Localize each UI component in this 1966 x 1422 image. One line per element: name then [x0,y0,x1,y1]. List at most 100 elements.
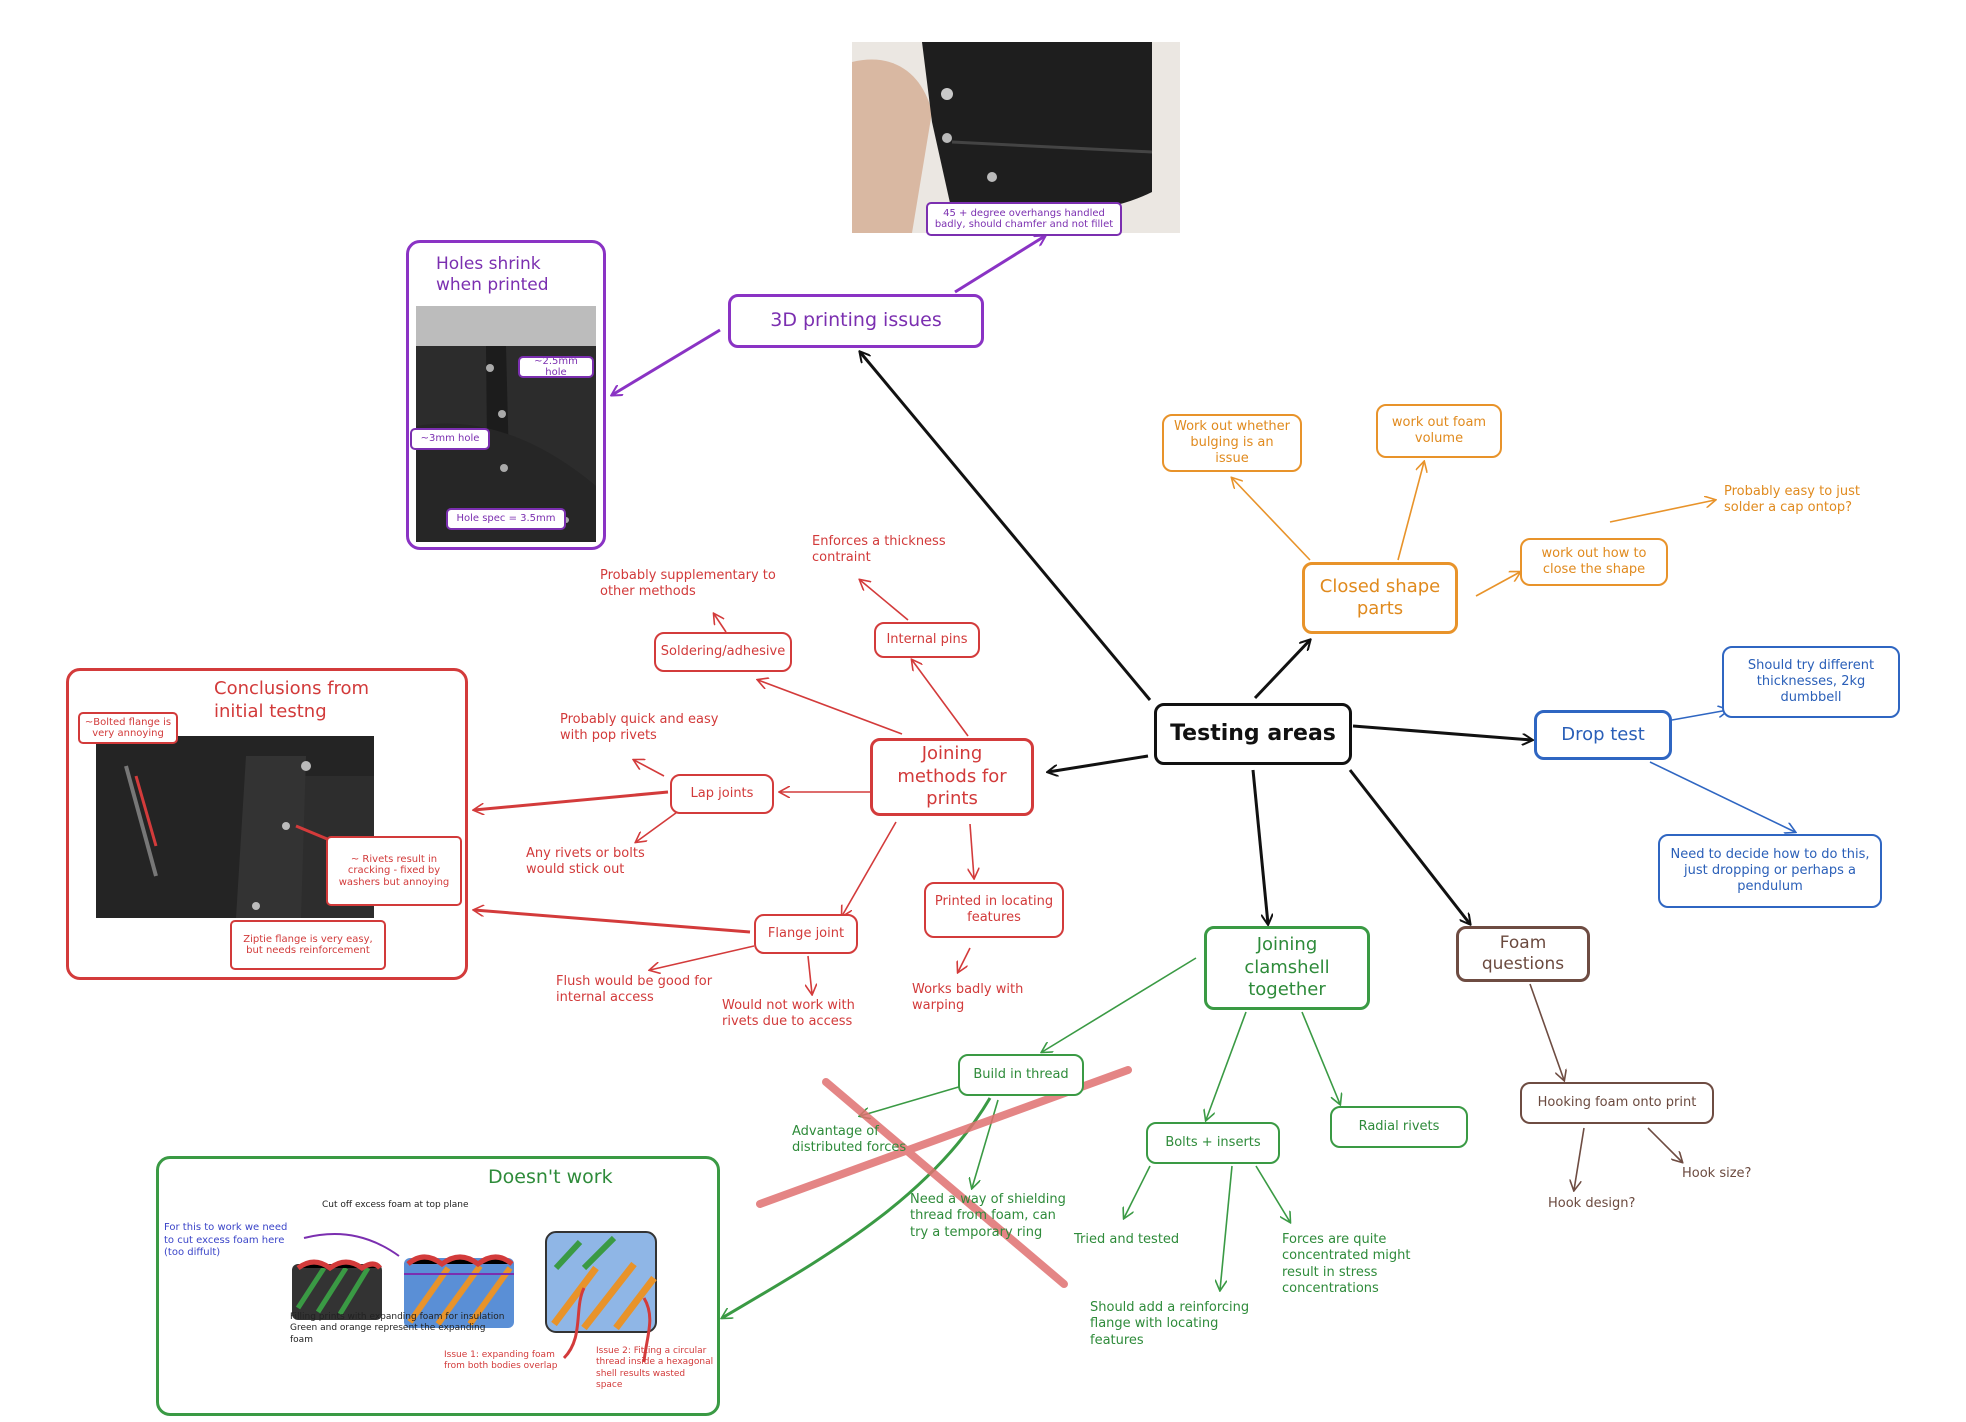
arrow-to-locating-note [958,947,971,972]
hole-tag-spec: Hole spec = 3.5mm [446,508,566,530]
node-flange-joint[interactable]: Flange joint [754,914,858,954]
soldering-note: Probably supplementary to other methods [600,568,780,601]
locating-features-label: Printed in locating features [934,893,1054,925]
foam-questions-label: Foam questions [1481,932,1565,974]
node-build-thread[interactable]: Build in thread [958,1054,1084,1096]
node-radial-rivets[interactable]: Radial rivets [1330,1106,1468,1148]
hook-size: Hook size? [1682,1166,1782,1182]
note-filling-text: Filling prints with expanding foam for i… [290,1312,505,1345]
hole-tag-spec-text: Hole spec = 3.5mm [456,513,556,525]
thread-note-2: Need a way of shielding thread from foam… [910,1192,1070,1241]
arrow-to-hook-design [1574,1127,1585,1190]
note-cut-foam: Cut off excess foam at top plane [322,1200,522,1211]
joining-methods-label: Joining methods for prints [897,743,1007,810]
arrow-to-soldering [758,680,903,735]
arrow-flange-to-conclusions [474,910,751,934]
arrow-to-pins [912,660,969,737]
bolts-note-3-text: Forces are quite concentrated might resu… [1282,1232,1411,1296]
arrow-to-bulging [1232,478,1311,561]
lap-note-2-text: Any rivets or bolts would stick out [526,846,645,878]
node-closed-shape[interactable]: Closed shape parts [1302,562,1458,634]
joining-arrows [634,580,974,994]
flange-note-2: Would not work with rivets due to access [722,998,882,1031]
hook-size-text: Hook size? [1682,1166,1752,1181]
conclusion-arrows [474,790,751,934]
overhang-photo [852,42,1180,233]
flange-note-2-text: Would not work with rivets due to access [722,998,855,1030]
hooking-foam-label: Hooking foam onto print [1537,1094,1697,1110]
conclusion-tag-bolted-text: ~Bolted flange is very annoying [84,716,172,740]
overhang-photo-drawing [852,42,1180,233]
flange-note-1: Flush would be good for internal access [556,974,716,1007]
arrow-to-build-thread [1042,957,1197,1052]
node-3d-printing-issues[interactable]: 3D printing issues [728,294,984,348]
node-lap-joints[interactable]: Lap joints [670,774,774,814]
arrow-thread-to-doesnt-work [722,1097,992,1318]
conclusions-photo [96,736,374,918]
node-internal-pins[interactable]: Internal pins [874,622,980,658]
clamshell-arrows [860,957,1340,1290]
note-filling: Filling prints with expanding foam for i… [290,1312,510,1346]
issue-1-text: Issue 1: expanding foam from both bodies… [444,1350,558,1372]
doesnt-work-title: Doesn't work [488,1166,638,1190]
hook-design: Hook design? [1548,1196,1648,1212]
lap-note-1-text: Probably quick and easy with pop rivets [560,712,719,744]
node-foam-questions[interactable]: Foam questions [1456,926,1590,982]
node-clamshell[interactable]: Joining clamshell together [1204,926,1370,1010]
conclusion-tag-ziptie-text: Ziptie flange is very easy, but needs re… [243,933,373,957]
node-foam-volume[interactable]: work out foam volume [1376,404,1502,458]
bolts-note-2: Should add a reinforcing flange with loc… [1090,1300,1270,1349]
locating-note: Works badly with warping [912,982,1032,1015]
arrow-to-bolts [1206,1011,1247,1120]
flange-note-1-text: Flush would be good for internal access [556,974,713,1006]
overhang-note-text: 45 + degree overhangs handled badly, sho… [934,207,1114,231]
node-hooking-foam[interactable]: Hooking foam onto print [1520,1082,1714,1124]
node-pendulum[interactable]: Need to decide how to do this, just drop… [1658,834,1882,908]
arrow-to-flange [842,821,897,916]
hole-tag-3mm-text: ~3mm hole [420,433,480,445]
foam-arrows [1529,983,1682,1190]
holes-title: Holes shrink when printed [436,254,586,297]
node-testing-areas[interactable]: Testing areas [1154,703,1352,765]
closed-shape-arrows [1232,462,1715,597]
arrow-to-pendulum [1649,761,1795,832]
thread-note-1-text: Advantage of distributed forces [792,1124,907,1156]
lap-note-2: Any rivets or bolts would stick out [526,846,686,879]
node-bolts-inserts[interactable]: Bolts + inserts [1146,1122,1280,1164]
arrow-to-joining [1048,754,1149,772]
node-drop-test[interactable]: Drop test [1534,710,1672,760]
hole-tag-2-5mm-text: ~2.5mm hole [534,355,578,379]
note-cut-foam-text: Cut off excess foam at top plane [322,1200,469,1210]
node-locating-features[interactable]: Printed in locating features [924,882,1064,938]
arrow-to-flange-note-2 [808,955,812,994]
issue-2: Issue 2: Fitting a circular thread insid… [596,1346,714,1391]
arrow-to-thread-note-1 [860,1085,963,1116]
bolts-note-3: Forces are quite concentrated might resu… [1282,1232,1422,1297]
holes-photo [416,306,596,542]
thread-note-1: Advantage of distributed forces [792,1124,932,1157]
hole-tag-3mm: ~3mm hole [410,428,490,450]
node-thicknesses[interactable]: Should try different thicknesses, 2kg du… [1722,646,1900,718]
arrow-to-cap [1609,500,1715,523]
testing-areas-label: Testing areas [1170,721,1336,747]
close-shape-label: work out how to close the shape [1541,545,1647,577]
conclusion-tag-bolted: ~Bolted flange is very annoying [78,712,178,744]
arrow-to-clamshell [1251,769,1268,924]
doesnt-work-title-text: Doesn't work [488,1166,613,1188]
node-close-shape[interactable]: work out how to close the shape [1520,538,1668,586]
conclusions-title: Conclusions from initial testng [214,678,404,723]
note-for-this-text: For this to work we need to cut excess f… [164,1222,288,1258]
arrow-to-foam [1348,769,1470,924]
internal-pins-label: Internal pins [886,631,968,647]
pins-note-text: Enforces a thickness contraint [812,534,946,566]
sketch-3 [545,1231,657,1363]
node-bulging[interactable]: Work out whether bulging is an issue [1162,414,1302,472]
holes-photo-drawing [416,306,596,542]
node-joining-methods[interactable]: Joining methods for prints [870,738,1034,816]
thicknesses-label: Should try different thicknesses, 2kg du… [1747,657,1875,706]
arrow-to-soldering-note [714,614,727,633]
arrow-to-printing [860,352,1152,701]
conclusion-tag-ziptie: Ziptie flange is very easy, but needs re… [230,920,386,970]
node-soldering[interactable]: Soldering/adhesive [654,632,792,672]
cross-out-mark [756,1066,1132,1288]
